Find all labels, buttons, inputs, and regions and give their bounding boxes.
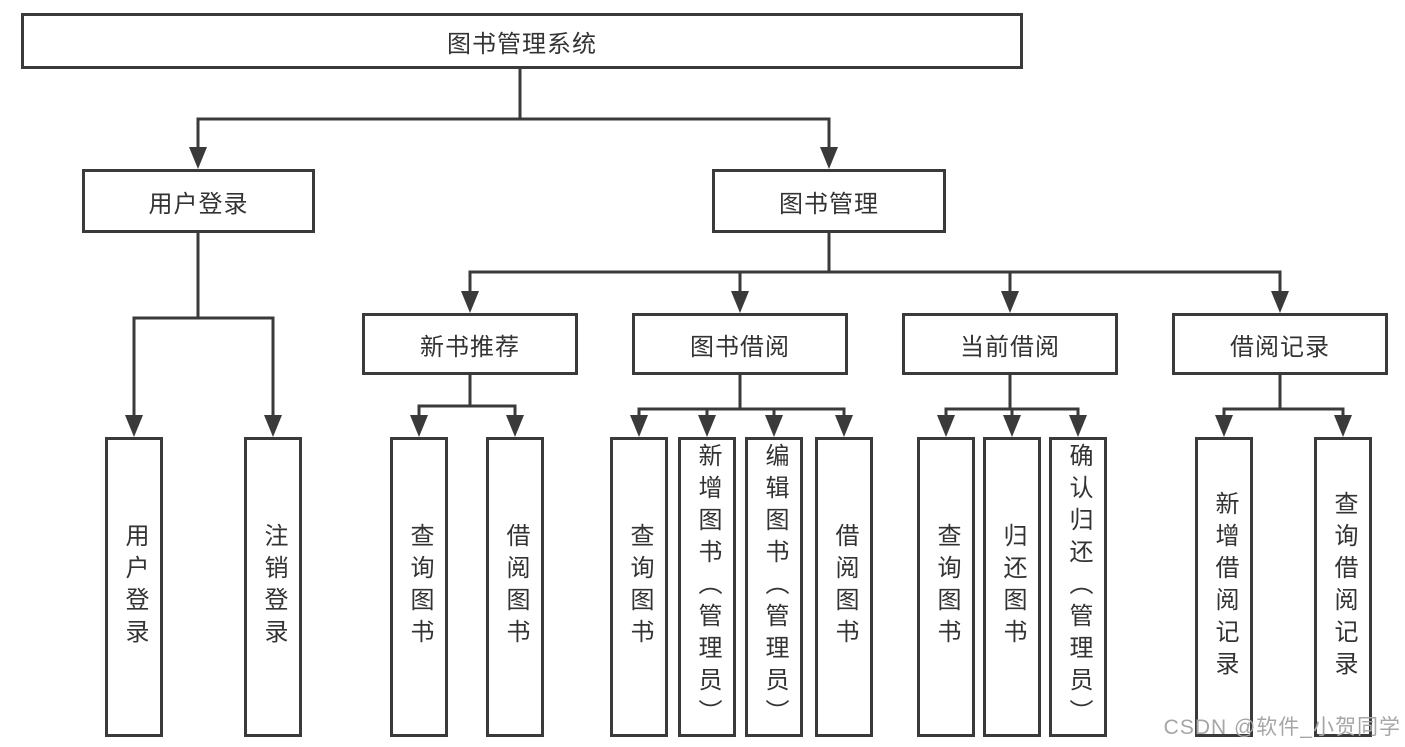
leaf-current-confirm-return-admin-label: 确认归还（管理员）: [1065, 443, 1092, 731]
node-current-borrowing-label: 当前借阅: [960, 333, 1060, 361]
node-book-management-label: 图书管理: [779, 190, 879, 218]
leaf-borrowing-add-books-admin-label: 新增图书（管理员）: [694, 443, 721, 731]
leaf-recommend-query-books-label: 查询图书: [406, 523, 433, 651]
leaf-records-add-record: 新增借阅记录: [1195, 437, 1253, 737]
leaf-current-return-books-label: 归还图书: [999, 523, 1026, 651]
leaf-current-confirm-return-admin: 确认归还（管理员）: [1049, 437, 1107, 737]
leaf-current-return-books: 归还图书: [983, 437, 1041, 737]
root-node-label: 图书管理系统: [447, 30, 597, 58]
node-user-login: 用户登录: [82, 169, 315, 233]
node-borrowing-records-label: 借阅记录: [1230, 333, 1330, 361]
leaf-records-query-record-label: 查询借阅记录: [1330, 491, 1357, 683]
leaf-records-query-record: 查询借阅记录: [1314, 437, 1372, 737]
leaf-borrowing-add-books-admin: 新增图书（管理员）: [678, 437, 736, 737]
node-user-login-label: 用户登录: [148, 190, 249, 218]
leaf-borrowing-query-books-label: 查询图书: [626, 523, 653, 651]
node-borrowing-records: 借阅记录: [1172, 313, 1388, 375]
node-new-book-recommend: 新书推荐: [362, 313, 578, 375]
leaf-logout-label: 注销登录: [260, 523, 287, 651]
node-new-book-recommend-label: 新书推荐: [420, 333, 520, 361]
root-node-system: 图书管理系统: [21, 13, 1023, 69]
csdn-watermark: CSDN @软件_小贺同学: [1163, 716, 1401, 739]
leaf-recommend-borrow-books-label: 借阅图书: [502, 523, 529, 651]
leaf-recommend-query-books: 查询图书: [390, 437, 448, 737]
leaf-user-login: 用户登录: [105, 437, 163, 737]
node-book-borrowing: 图书借阅: [632, 313, 848, 375]
leaf-user-login-label: 用户登录: [121, 523, 148, 651]
leaf-logout: 注销登录: [244, 437, 302, 737]
leaf-borrowing-query-books: 查询图书: [610, 437, 668, 737]
leaf-borrowing-borrow-books-label: 借阅图书: [831, 523, 858, 651]
leaf-borrowing-edit-books-admin: 编辑图书（管理员）: [745, 437, 803, 737]
leaf-records-add-record-label: 新增借阅记录: [1211, 491, 1238, 683]
leaf-borrowing-edit-books-admin-label: 编辑图书（管理员）: [761, 443, 788, 731]
leaf-borrowing-borrow-books: 借阅图书: [815, 437, 873, 737]
node-book-management: 图书管理: [712, 169, 946, 233]
node-book-borrowing-label: 图书借阅: [690, 333, 790, 361]
leaf-current-query-books: 查询图书: [917, 437, 975, 737]
leaf-recommend-borrow-books: 借阅图书: [486, 437, 544, 737]
leaf-current-query-books-label: 查询图书: [933, 523, 960, 651]
node-current-borrowing: 当前借阅: [902, 313, 1118, 375]
